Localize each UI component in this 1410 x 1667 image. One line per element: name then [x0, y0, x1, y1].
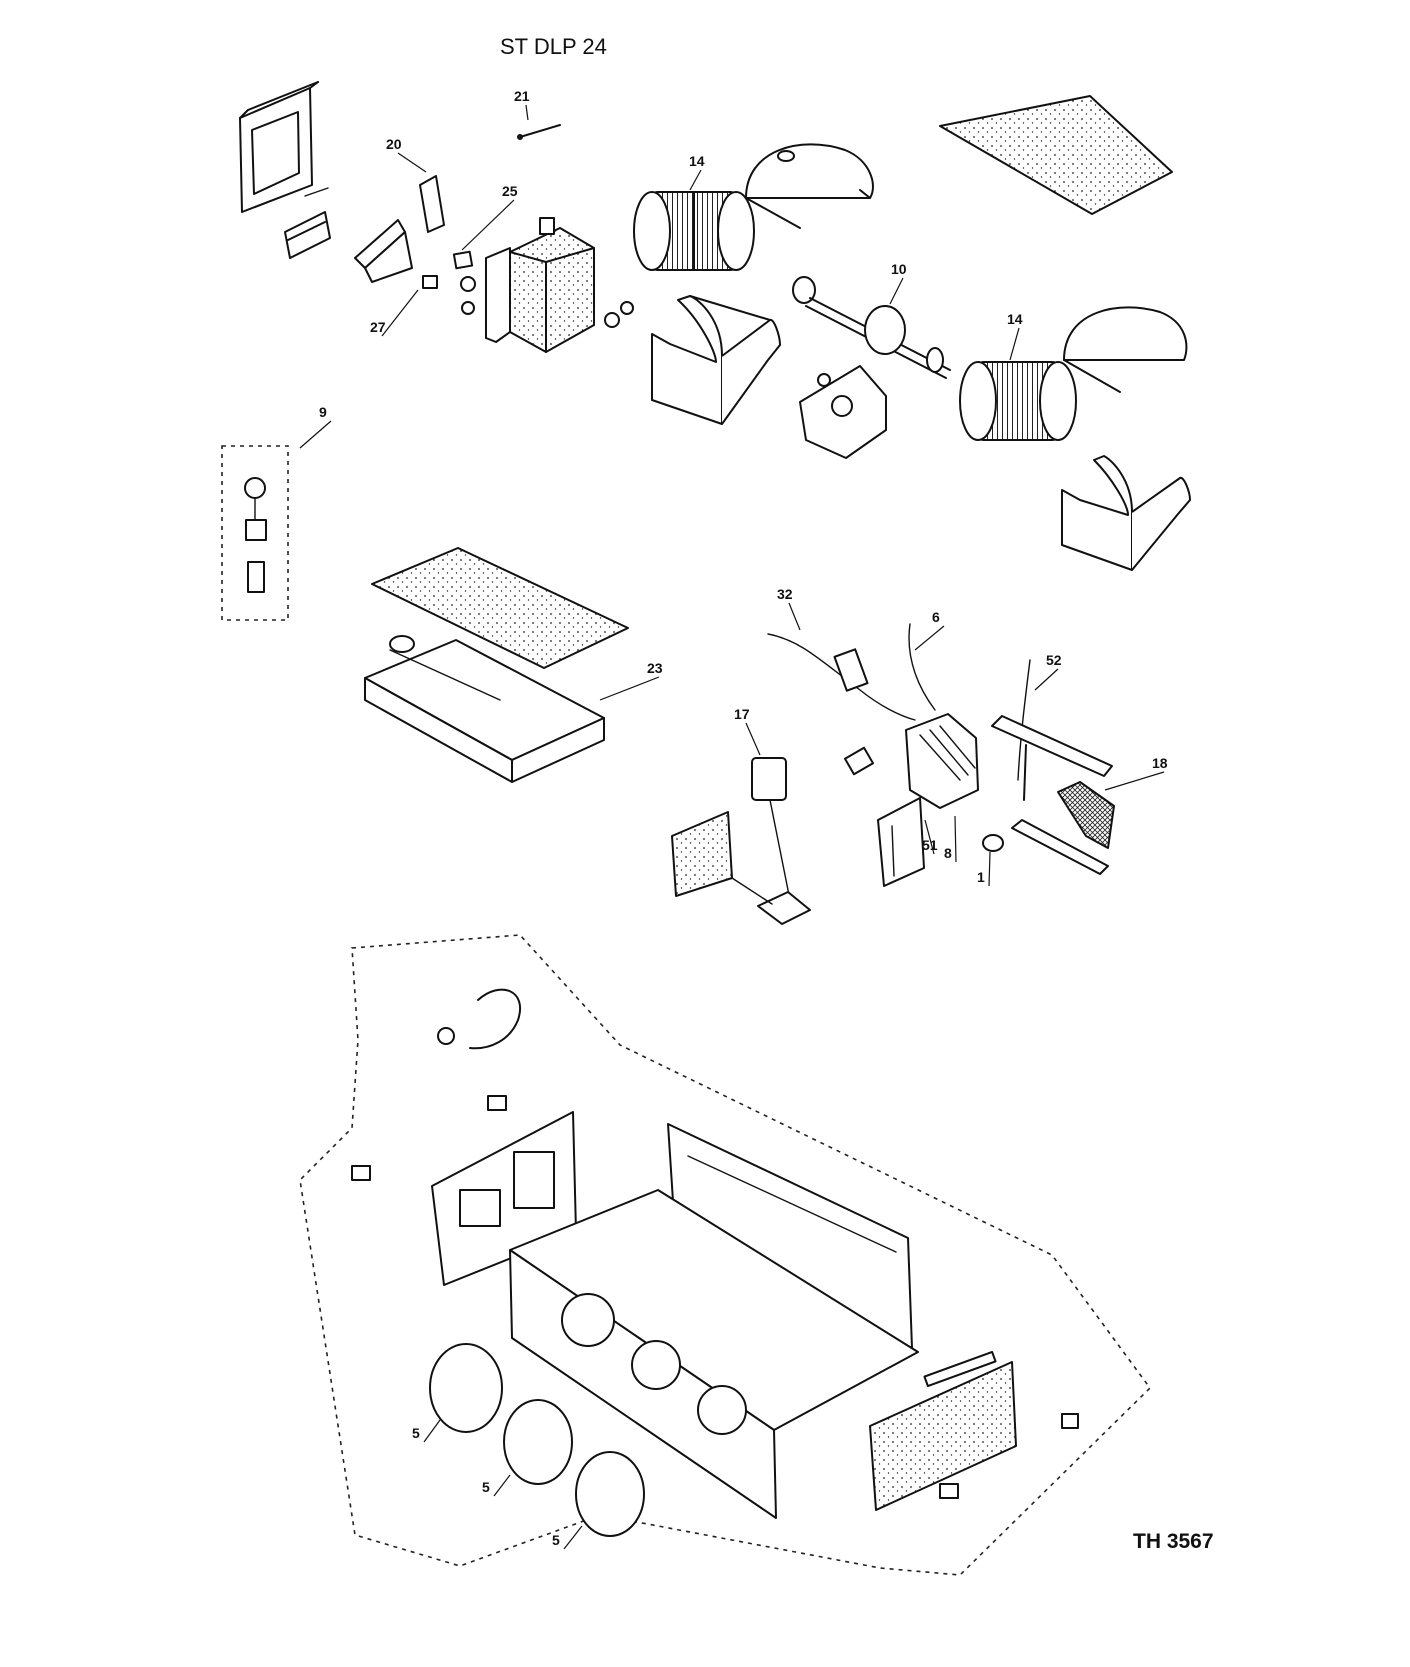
callout-leader: [493, 1474, 511, 1497]
callout-leader: [563, 1525, 583, 1550]
relay: [751, 757, 791, 901]
callout-label: 6: [932, 609, 940, 625]
callout-label: 25: [502, 183, 518, 199]
drain-pan: [364, 547, 629, 783]
rod: [517, 124, 561, 140]
callout-leader: [745, 722, 761, 756]
frame-bracket: [239, 81, 319, 213]
callout-label: 5: [412, 1425, 420, 1441]
callout-label: 52: [1046, 652, 1062, 668]
capacitor: [982, 834, 1004, 852]
blower-wheel: [633, 191, 755, 271]
callout-label: 9: [319, 404, 327, 420]
callout-label: 32: [777, 586, 793, 602]
callout-label: 10: [891, 261, 907, 277]
callout-label: 5: [552, 1532, 560, 1548]
callout-label: 17: [734, 706, 750, 722]
scroll-housing-upper-right: [1063, 306, 1188, 393]
callout-leader: [1034, 668, 1059, 691]
cover-plate: [419, 175, 445, 233]
callout-label: 18: [1152, 755, 1168, 771]
callout-leader: [788, 602, 801, 631]
callout-leader: [423, 1419, 441, 1443]
callout-label: 1: [977, 869, 985, 885]
callout-layer: 21 20 25 27 14 10 14 9 32 6 52 23 17 18 51 8 1 5 5 5: [299, 88, 1168, 1550]
callout-leader: [397, 152, 427, 173]
filter-panel: [939, 95, 1173, 215]
control-box: [460, 217, 634, 353]
wiring-harness: [767, 623, 1031, 781]
callout-label: 14: [1007, 311, 1023, 327]
motor-assembly: [792, 276, 951, 379]
callout-leader: [299, 420, 332, 449]
drawing-reference: TH 3567: [1133, 1530, 1214, 1553]
callout-leader: [914, 625, 945, 651]
bracket-plate: [354, 219, 413, 283]
motor-mount: [799, 365, 887, 459]
callout-leader: [1104, 771, 1165, 791]
callout-leader: [1009, 327, 1020, 361]
callout-leader: [924, 819, 935, 855]
callout-leader: [988, 851, 991, 887]
callout-label: 5: [482, 1479, 490, 1495]
callout-label: 27: [370, 319, 386, 335]
heater-bracket: [877, 797, 925, 887]
callout-leader: [381, 289, 419, 337]
valve-kit-group: [221, 445, 289, 621]
callout-leader: [461, 199, 515, 251]
blower-wheel-right: [959, 361, 1077, 441]
callout-leader: [599, 676, 660, 701]
switch-part: [422, 250, 474, 289]
scroll-housing-lower-right: [1061, 455, 1191, 571]
callout-label: 23: [647, 660, 663, 676]
callout-label: 8: [944, 845, 952, 861]
callout-leader: [525, 104, 529, 121]
callout-leader: [689, 169, 702, 191]
scroll-housing-upper: [745, 143, 874, 229]
scroll-housing-lower: [651, 295, 781, 425]
cabinet-assembly-group: [299, 934, 1152, 1576]
terminal-block: [905, 713, 979, 809]
callout-leader: [889, 277, 904, 305]
mounting-clip: [284, 187, 331, 259]
callout-leader: [954, 815, 957, 863]
heater-element: [991, 715, 1115, 875]
callout-label: 20: [386, 136, 402, 152]
control-board: [671, 811, 811, 925]
drawing-title: ST DLP 24: [500, 34, 607, 59]
callout-label: 14: [689, 153, 705, 169]
callout-label: 21: [514, 88, 530, 104]
callout-label: 51: [922, 837, 938, 853]
